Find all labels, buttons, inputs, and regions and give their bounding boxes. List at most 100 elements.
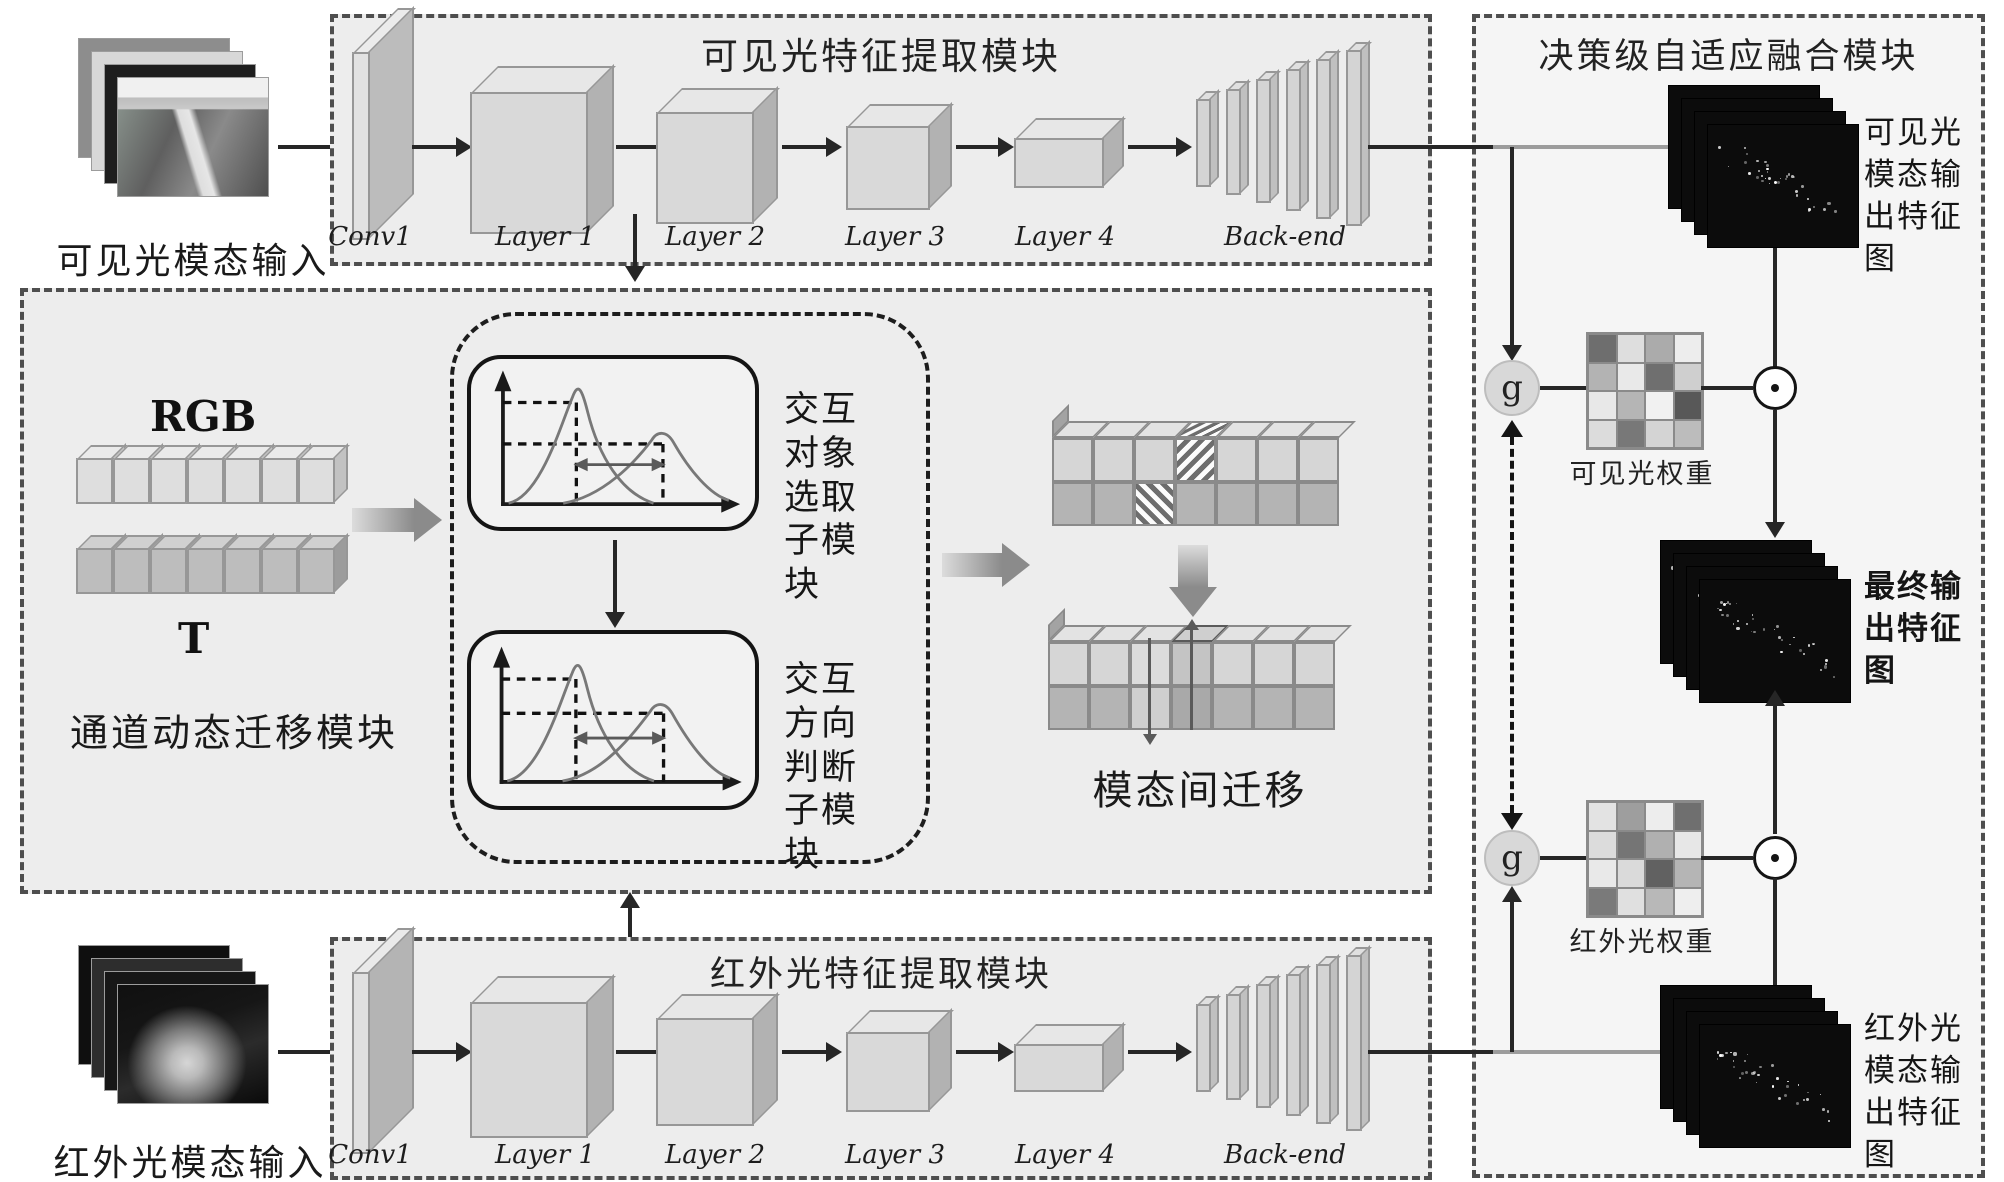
weight-cell <box>1646 860 1673 887</box>
feature-speckle <box>1740 1072 1744 1076</box>
weight-cell <box>1617 392 1644 419</box>
weight-cell <box>1674 888 1701 915</box>
visible-output-label: 可见光模态输出特征图 <box>1864 115 1963 276</box>
feature-speckle <box>1717 608 1719 610</box>
matrix-odot-line <box>1701 856 1753 860</box>
feature-speckle <box>1776 180 1781 184</box>
feature-speckle <box>1757 1074 1760 1077</box>
feature-speckle <box>1725 602 1728 605</box>
infrared-output-label: 红外光模态输出特征图 <box>1864 1011 1963 1172</box>
t-label: T <box>178 614 210 663</box>
infrared-layer3-label: Layer 3 <box>844 1140 946 1170</box>
feature-speckle <box>1736 626 1740 631</box>
final-output-label: 最终输出特征图 <box>1864 569 1963 688</box>
infrared-odot <box>1753 836 1797 880</box>
visible-layer4-label: Layer 4 <box>1014 222 1116 252</box>
feature-speckle <box>1751 613 1754 616</box>
weight-cell <box>1646 420 1673 447</box>
channel-up-arrow <box>1184 619 1199 730</box>
final-output-stack <box>1660 540 1860 710</box>
feature-speckle <box>1721 1053 1725 1057</box>
feature-speckle <box>1825 659 1829 663</box>
feature-speckle <box>1785 175 1788 178</box>
feature-speckle <box>1764 160 1767 164</box>
migration-down-arrow <box>1169 545 1217 617</box>
visible-weight-matrix <box>1586 332 1704 450</box>
feature-speckle <box>1800 184 1804 188</box>
visible-extract-title: 可见光特征提取模块 <box>701 36 1061 77</box>
feature-speckle <box>1739 1076 1741 1079</box>
visible-to-transfer-arrow <box>625 214 645 282</box>
interaction-object-label: 交互对象选取子模块 <box>784 390 859 604</box>
feature-speckle <box>1761 179 1764 183</box>
weight-cell <box>1674 831 1701 858</box>
infrared-extract-title: 红外光特征提取模块 <box>709 955 1052 994</box>
visible-output-stack <box>1668 85 1868 255</box>
feature-speckle <box>1766 163 1770 167</box>
visible-layer2-label: Layer 2 <box>664 222 766 252</box>
transfer-module-title: 通道动态迁移模块 <box>70 713 399 755</box>
feature-speckle <box>1766 167 1769 171</box>
feature-speckle <box>1746 153 1749 156</box>
matrix-odot-line <box>1701 386 1753 390</box>
infrared-gate-node: g <box>1484 830 1540 886</box>
feature-speckle <box>1751 618 1754 620</box>
infrared-weight-matrix <box>1586 800 1704 918</box>
feature-speckle <box>1761 175 1764 178</box>
to-migration-arrow <box>942 543 1030 587</box>
feature-speckle <box>1813 643 1815 645</box>
visible-odot <box>1753 366 1797 410</box>
feature-speckle <box>1769 183 1771 185</box>
weight-cell <box>1646 392 1673 419</box>
weight-cell <box>1617 803 1644 830</box>
weight-cell <box>1674 335 1701 362</box>
visible-input-arrow <box>278 137 346 157</box>
feature-speckle <box>1726 600 1730 604</box>
infrared-layer2-label: Layer 2 <box>664 1140 766 1170</box>
infrared-input-label: 红外光模态输入 <box>53 1142 327 1182</box>
visible-weight-label: 可见光权重 <box>1569 459 1715 489</box>
interaction-direction-submodule <box>467 630 759 810</box>
weight-cell <box>1617 363 1644 390</box>
visible-layer3-label: Layer 3 <box>844 222 946 252</box>
weight-cell <box>1589 335 1616 362</box>
feature-speckle <box>1807 644 1811 648</box>
submodule-arrow <box>605 540 625 628</box>
feature-speckle <box>1785 178 1788 181</box>
feature-speckle <box>1807 1091 1809 1094</box>
feature-speckle <box>1808 208 1812 212</box>
migration-label: 模态间迁移 <box>1092 769 1308 813</box>
feature-speckle <box>1717 1051 1720 1054</box>
feature-speckle <box>1822 207 1827 211</box>
visible-layer3-block <box>846 102 954 210</box>
feature-speckle <box>1721 613 1724 617</box>
feature-speckle <box>1802 1099 1805 1102</box>
feature-speckle <box>1723 602 1727 606</box>
feature-speckle <box>1778 636 1782 640</box>
feature-speckle <box>1765 177 1767 179</box>
infrared-conv1-label: Conv1 <box>328 1140 412 1170</box>
visible-input-image-stack <box>78 38 308 238</box>
feature-speckle <box>1766 171 1769 173</box>
feature-speckle <box>1720 1053 1724 1057</box>
visible-conv1-label: Conv1 <box>328 222 412 252</box>
feature-speckle <box>1802 653 1805 656</box>
arrow <box>412 137 472 157</box>
feature-speckle <box>1827 201 1831 206</box>
arrow <box>616 137 674 157</box>
visible-input-image <box>117 77 269 197</box>
feature-speckle <box>1776 625 1780 628</box>
visible-feature-line <box>1368 145 1493 149</box>
feature-speckle <box>1725 1052 1728 1055</box>
feature-speckle <box>1797 1084 1799 1086</box>
feature-speckle <box>1834 210 1837 213</box>
feature-speckle <box>1833 675 1835 678</box>
feature-speckle <box>1795 1101 1800 1105</box>
visible-gate-node: g <box>1484 360 1540 416</box>
feature-speckle <box>1786 1085 1789 1088</box>
weight-cell <box>1646 888 1673 915</box>
infrared-layer3-block <box>846 1008 954 1112</box>
feature-speckle <box>1719 601 1723 605</box>
feature-speckle <box>1748 172 1751 175</box>
